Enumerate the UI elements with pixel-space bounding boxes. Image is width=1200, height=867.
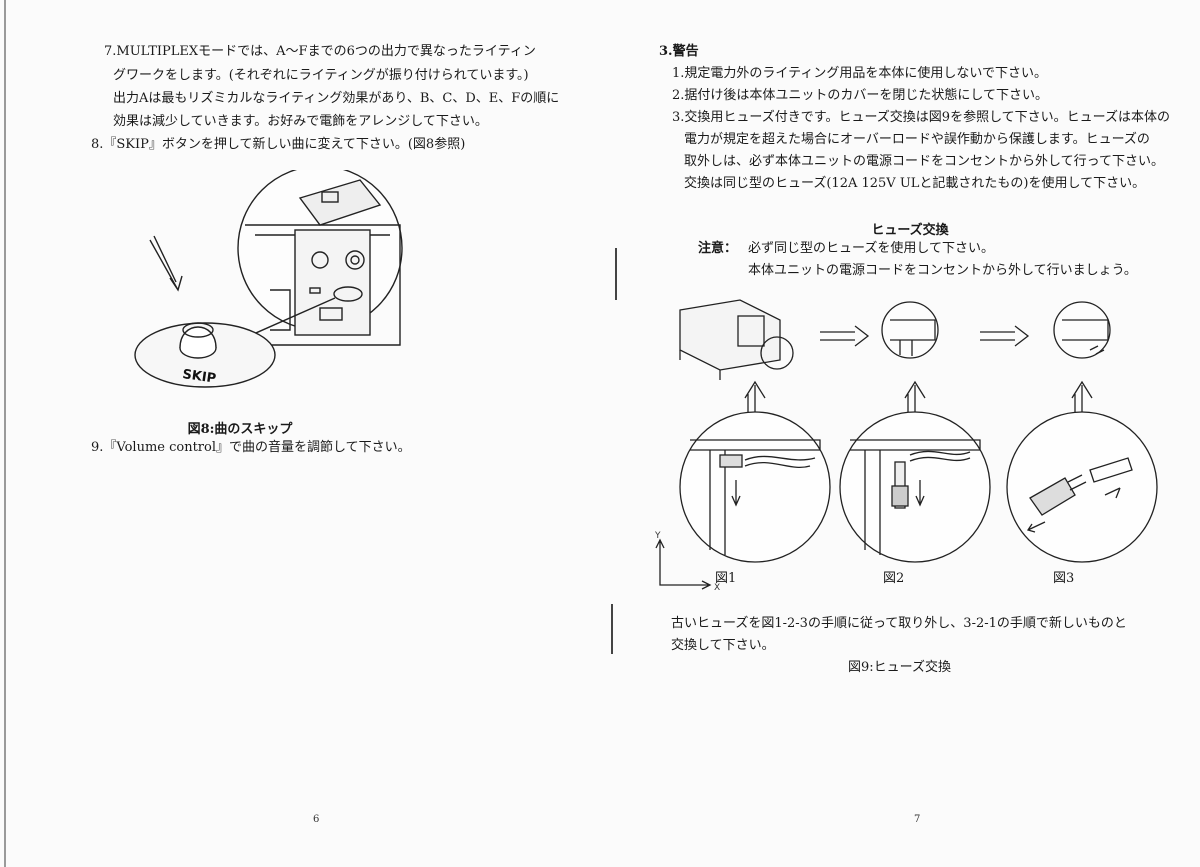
warning-line5: 取外しは、必ず本体ユニットの電源コードをコンセントから外して行って下さい。 [684, 154, 1164, 169]
item7-line4: 効果は減少していきます。お好みで電飾をアレンジして下さい。 [113, 114, 488, 129]
fuse-title: ヒューズ交換 [871, 223, 949, 238]
figure8-caption: 図8:曲のスキップ [187, 422, 293, 437]
item8-text: 8.『SKIP』ボタンを押して新しい曲に変えて下さい。(図8参照) [91, 137, 466, 152]
skip-button-illustration: SKIP [134, 170, 403, 388]
page-number-left: 6 [313, 814, 320, 825]
item7-line3: 出力Aは最もリズミカルなライティング効果があり、B、C、D、E、Fの順に [113, 91, 560, 106]
page-number-right: 7 [914, 814, 921, 825]
item9-text: 9.『Volume control』で曲の音量を調節して下さい。 [91, 440, 411, 455]
warning-line1: 1.規定電力外のライティング用品を本体に使用しないで下さい。 [672, 66, 1047, 81]
step-label-1: 図1 [715, 571, 737, 586]
fuse-replacement-illustration: Y X [654, 299, 1158, 593]
step-label-2: 図2 [883, 571, 905, 586]
left-page: 7.MULTIPLEXモードでは、A～Fまでの6つの出力で異なったライティン グ… [4, 0, 560, 867]
warning-line4: 電力が規定を超えた場合にオーバーロードや誤作動から保護します。ヒューズの [684, 132, 1150, 147]
axis-x-label: X [714, 583, 720, 593]
right-page: 3.警告 1.規定電力外のライティング用品を本体に使用しないで下さい。 2.据付… [600, 0, 1200, 867]
warning-line3: 3.交換用ヒューズ付きです。ヒューズ交換は図9を参照して下さい。ヒューズは本体の [672, 110, 1171, 125]
note-line1: 必ず同じ型のヒューズを使用して下さい。 [748, 241, 994, 256]
instruction-line1: 古いヒューズを図1-2-3の手順に従って取り外し、3-2-1の手順で新しいものと [671, 616, 1127, 631]
skip-label: SKIP [181, 367, 217, 387]
item7-line2: グワークをします。(それぞれにライティングが振り付けられています。) [113, 68, 529, 83]
item7-line1: 7.MULTIPLEXモードでは、A～Fまでの6つの出力で異なったライティン [104, 44, 536, 59]
binding-mark-top [615, 248, 617, 300]
warning-line6: 交換は同じ型のヒューズ(12A 125V ULと記載されたもの)を使用して下さい… [684, 176, 1146, 191]
warning-heading: 3.警告 [659, 44, 699, 59]
binding-edge [4, 0, 6, 867]
figure9-caption: 図9:ヒューズ交換 [848, 660, 952, 675]
step-label-3: 図3 [1053, 571, 1075, 586]
axis-y-label: Y [654, 531, 661, 541]
note-line2: 本体ユニットの電源コードをコンセントから外して行いましょう。 [748, 263, 1137, 278]
binding-mark-bottom [611, 604, 613, 654]
note-label: 注意： [698, 241, 738, 256]
instruction-line2: 交換して下さい。 [671, 638, 775, 653]
warning-line2: 2.据付け後は本体ユニットのカバーを閉じた状態にして下さい。 [672, 88, 1049, 103]
